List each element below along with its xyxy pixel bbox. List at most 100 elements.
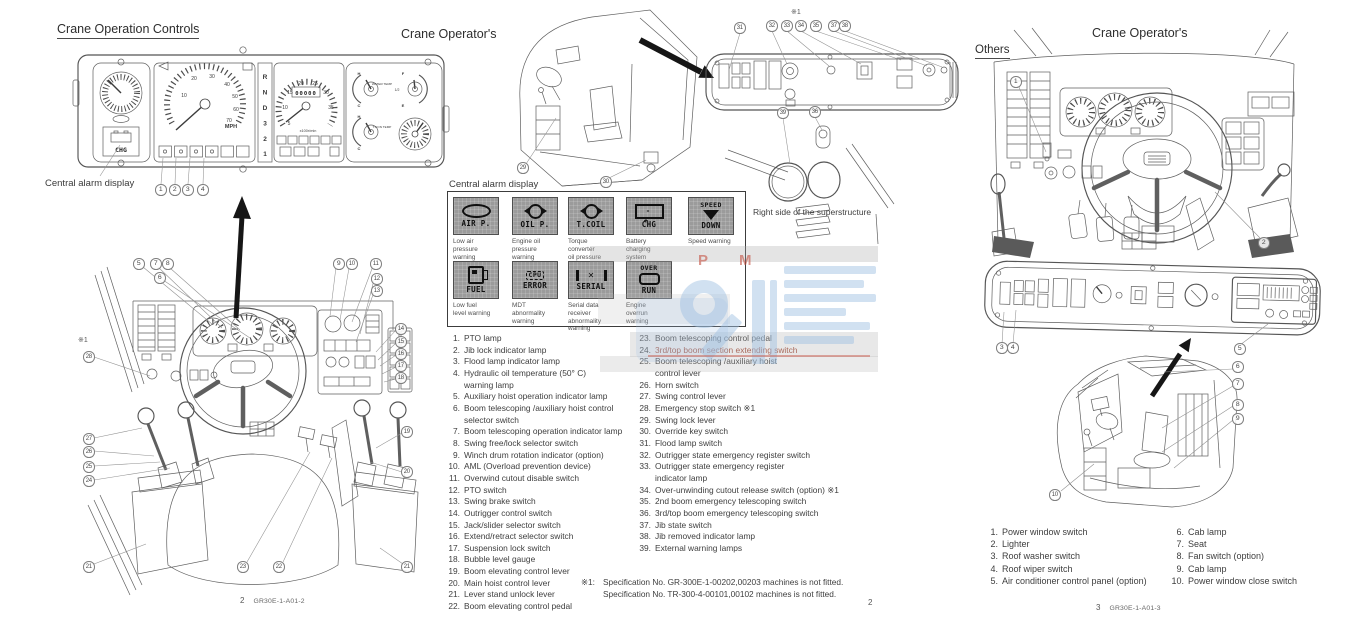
parts-list-item: 18.Bubble level gauge: [447, 554, 633, 566]
callout-5: 5: [1234, 343, 1246, 355]
callout-1: 1: [155, 184, 167, 196]
callout-1: 1: [1010, 76, 1022, 88]
list-item-text: Outrigger state emergency register switc…: [655, 449, 810, 460]
list-item-number: 13.: [448, 496, 460, 507]
parts-list-item: 22.Boom elevating control pedal: [447, 601, 633, 613]
svg-text:35: 35: [328, 105, 334, 111]
parts-list-item: 15.Jack/slider selector switch: [447, 520, 633, 532]
list-item-text: Main hoist control lever: [464, 577, 551, 588]
callout-7: 7: [150, 258, 162, 270]
parts-list-item: 24.3rd/top boom section extending switch: [635, 345, 879, 357]
svg-text:1/2: 1/2: [395, 88, 400, 92]
others-section-title: Others: [975, 44, 1010, 59]
highlighted-link[interactable]: 3rd/top boom section extending switch: [655, 344, 798, 355]
parts-list-item: 36.3rd/top boom emergency telescoping sw…: [635, 508, 879, 520]
right-page-title: Crane Operator's: [1092, 26, 1188, 40]
callout-24: 24: [83, 475, 95, 487]
list-item-number: 26.: [639, 379, 651, 390]
callout-9: 9: [1232, 413, 1244, 425]
list-item-text: Swing free/lock selector switch: [464, 437, 579, 448]
middle-page-title: Crane Operator's: [401, 27, 497, 41]
callout-9: 9: [333, 258, 345, 270]
callout-23: 23: [237, 561, 249, 573]
callout-8: 8: [1232, 399, 1244, 411]
right-doc-code: GR30E-1-A01-3: [1109, 605, 1161, 612]
parts-list-item: 14.Outrigger control switch: [447, 508, 633, 520]
list-item-text: Swing lock lever: [655, 414, 716, 425]
list-item-number: 7.: [453, 426, 460, 437]
svg-text:20: 20: [191, 76, 197, 82]
svg-text:15: 15: [287, 90, 293, 96]
list-item-text: Suspension lock switch: [464, 542, 551, 553]
callout-36: 36: [809, 106, 821, 118]
parts-list-item: 27. Swing control lever: [635, 391, 879, 403]
list-item-number: 22.: [448, 601, 460, 612]
alarm-icon-caption: Engine oil pressure warning: [512, 238, 541, 261]
icon-label: SERIAL: [576, 281, 606, 291]
list-item-text: Boom telescoping /auxiliary hoist contro…: [655, 356, 777, 378]
list-item-number: 32.: [639, 449, 651, 460]
list-item-number: 10.: [448, 461, 460, 472]
footnote-line: Specification No. TR-300-4-00101,00102 m…: [603, 589, 837, 600]
callout-6: 6: [154, 272, 166, 284]
valve-glyph: [579, 203, 603, 219]
parts-list-item: 6.Boom telescoping /auxiliary hoist cont…: [447, 403, 633, 426]
svg-text:25: 25: [312, 81, 318, 87]
list-item-number: 25.: [639, 356, 651, 367]
svg-text:CHG: CHG: [115, 146, 127, 154]
callout-28: 28: [83, 351, 95, 363]
list-item-number: 3.: [453, 356, 460, 367]
svg-text:1: 1: [263, 151, 267, 158]
list-item-number: 18.: [448, 554, 460, 565]
svg-text:E: E: [402, 103, 405, 108]
others-list-item: 2.Lighter: [985, 538, 1175, 550]
list-item-text: Power window switch: [1002, 527, 1088, 537]
callout-21: 21: [401, 561, 413, 573]
parts-list-item: 21.Lever stand unlock lever: [447, 589, 633, 601]
fuel-warning-icon: FUEL Low fuel level warning: [453, 261, 499, 318]
callout-2: 2: [169, 184, 181, 196]
callout-17: 17: [395, 360, 407, 372]
list-item-text: Lever stand unlock lever: [464, 589, 555, 600]
others-list-item: 4.Roof wiper switch: [985, 563, 1175, 575]
callout-26: 26: [83, 446, 95, 458]
footnote-lines: Specification No. GR-300E-1-00202,00203 …: [603, 576, 843, 601]
parts-list-item: 34.Over-unwinding cutout release switch …: [635, 485, 879, 497]
svg-text:50: 50: [232, 94, 238, 100]
svg-text:T.CON TEMP: T.CON TEMP: [373, 125, 392, 129]
left-page-number: 2: [240, 596, 245, 605]
list-item-number: 5.: [453, 391, 460, 402]
svg-text:F: F: [402, 71, 405, 76]
callout-31: 31: [734, 22, 746, 34]
callout-32: 32: [766, 20, 778, 32]
list-item-number: 7.: [1176, 539, 1184, 550]
list-item-text: Lighter: [1002, 539, 1030, 550]
list-item-text: Winch drum rotation indicator (option): [464, 449, 604, 460]
list-item-text: Overwind cutout disable switch: [464, 472, 579, 483]
list-item-number: 28.: [639, 402, 651, 413]
list-item-text: 2nd boom emergency telescoping switch: [655, 496, 807, 507]
list-item-number: 31.: [639, 437, 651, 448]
parts-list-item: 37.Jib state switch: [635, 520, 879, 532]
parts-list-item: 9.Winch drum rotation indicator (option): [447, 450, 633, 462]
list-item-text: Fan switch (option): [1188, 551, 1265, 562]
list-item-number: 27.: [639, 391, 651, 402]
list-item-text: Swing control lever: [655, 391, 726, 402]
icon-label: FUEL: [466, 285, 486, 294]
list-item-text: Power window close switch: [1188, 575, 1298, 586]
callout-21: 21: [83, 561, 95, 573]
list-item-text: Hydraulic oil temperature (50° C) warnin…: [464, 367, 587, 390]
icon-box: OIL P.: [512, 197, 558, 235]
alarm-icon-caption: Low fuel level warning: [453, 302, 491, 317]
list-item-number: 9.: [1176, 563, 1184, 574]
list-item-text: Flood lamp indicator lamp: [464, 356, 560, 367]
oil-pressure-warning-icon: OIL P. Engine oil pressure warning: [512, 197, 558, 261]
alarm-icon-caption: Low air pressure warning: [453, 238, 478, 261]
callout-35: 35: [810, 20, 822, 32]
callout-7: 7: [1232, 378, 1244, 390]
list-item-number: 11.: [448, 472, 460, 483]
